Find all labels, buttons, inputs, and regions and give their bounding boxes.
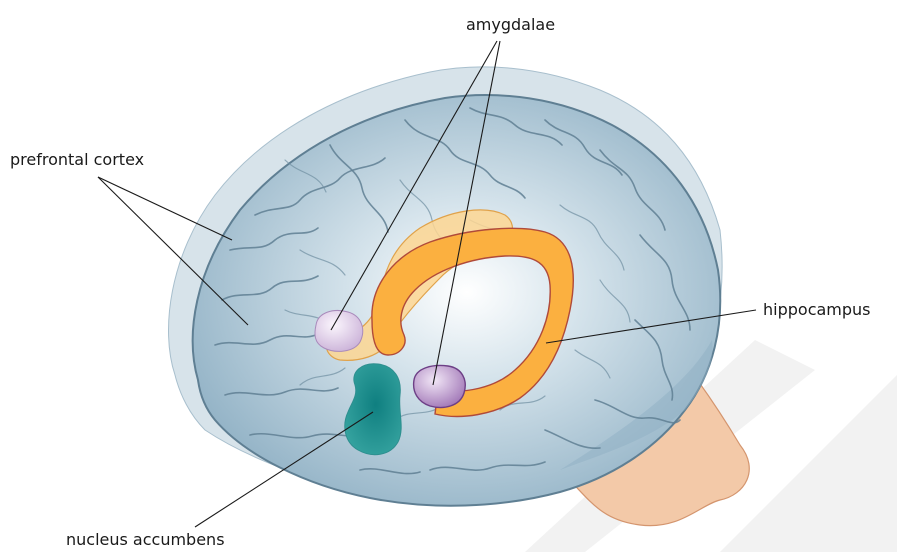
amygdala-right xyxy=(414,366,466,408)
label-amygdalae: amygdalae xyxy=(466,17,555,33)
label-prefrontal-cortex: prefrontal cortex xyxy=(10,152,144,168)
label-nucleus-accumbens: nucleus accumbens xyxy=(66,532,225,548)
label-hippocampus: hippocampus xyxy=(763,302,871,318)
